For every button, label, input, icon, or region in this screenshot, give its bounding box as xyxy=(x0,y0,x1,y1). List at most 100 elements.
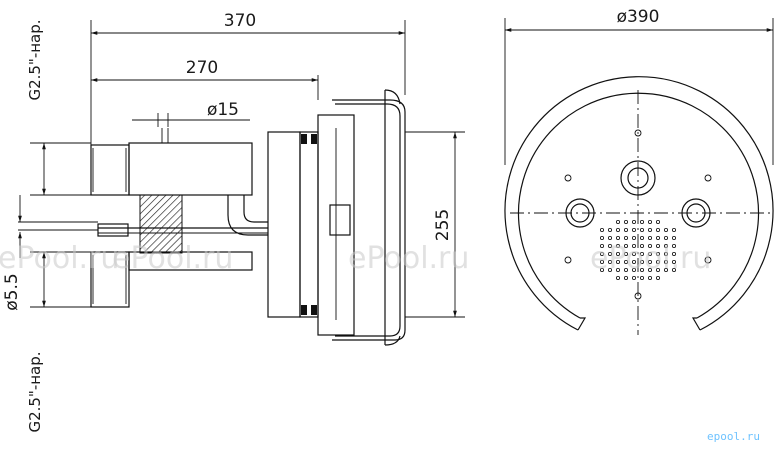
perforation-hole xyxy=(616,219,621,224)
perforation-hole xyxy=(640,219,645,224)
perforation-hole xyxy=(656,267,661,272)
front-cover xyxy=(332,99,406,341)
perforation-hole xyxy=(616,267,621,272)
side-view: 370 270 ø15 xyxy=(2,11,465,433)
dim-label-255: 255 xyxy=(433,209,453,241)
perforation-hole xyxy=(648,243,653,248)
flange-block xyxy=(267,131,301,318)
perforation-hole xyxy=(600,227,605,232)
perforation-hole xyxy=(600,259,605,264)
lower-body xyxy=(128,251,253,271)
perforation-hole xyxy=(640,251,645,256)
perforation-hole xyxy=(608,251,613,256)
perforation-hole xyxy=(616,251,621,256)
perforation-hole xyxy=(632,267,637,272)
perforation-hole xyxy=(664,267,669,272)
perforation-hole xyxy=(640,243,645,248)
perforation-hole xyxy=(600,251,605,256)
dim-label-d15: ø15 xyxy=(207,100,239,120)
perforation-hole xyxy=(648,235,653,240)
perforation-hole xyxy=(600,235,605,240)
perforation-hole xyxy=(656,259,661,264)
watermark-2: ePool.ru xyxy=(112,241,233,276)
perforation-hole xyxy=(624,227,629,232)
perforation-hole xyxy=(656,243,661,248)
dim-label-d390: ø390 xyxy=(617,7,660,27)
perforation-hole xyxy=(656,235,661,240)
brand-mark: epool.ru xyxy=(707,430,760,443)
perforation-hole xyxy=(672,243,677,248)
perforation-hole xyxy=(640,227,645,232)
perforation-hole xyxy=(624,275,629,280)
perforation-hole xyxy=(632,243,637,248)
lower-nozzle xyxy=(90,251,130,308)
perforation-hole xyxy=(648,251,653,256)
perforation-hole xyxy=(632,219,637,224)
perforation-hole xyxy=(656,219,661,224)
perforation-hole xyxy=(648,227,653,232)
perforation-hole xyxy=(664,259,669,264)
perforation-hole xyxy=(624,243,629,248)
watermark-1: ePool.ru xyxy=(0,241,119,276)
perforation-hole xyxy=(616,259,621,264)
left-jet xyxy=(565,198,595,228)
pipe-bend xyxy=(227,195,268,236)
perforation-hole xyxy=(648,259,653,264)
dim-label-270: 270 xyxy=(186,58,218,78)
perforation-hole xyxy=(640,235,645,240)
perforation-hole xyxy=(608,227,613,232)
perforation-hole xyxy=(648,219,653,224)
perforation-hole xyxy=(632,275,637,280)
perforation-hole xyxy=(632,235,637,240)
perforation-hole xyxy=(616,243,621,248)
perforation-hole xyxy=(672,235,677,240)
screw-holes xyxy=(564,129,712,300)
perforation-hole xyxy=(632,259,637,264)
perforation-hole xyxy=(640,275,645,280)
perforation-hole xyxy=(640,267,645,272)
right-jet xyxy=(681,198,711,228)
perforation-hole xyxy=(656,227,661,232)
perforation-hole xyxy=(656,251,661,256)
perforation-hole xyxy=(624,267,629,272)
perforation-hole xyxy=(672,267,677,272)
perforation-hole xyxy=(624,259,629,264)
perforation-hole xyxy=(600,267,605,272)
perforation-hole xyxy=(632,227,637,232)
front-view: ø390 xyxy=(504,7,774,335)
perforation-hole xyxy=(664,235,669,240)
thread-label-upper: G2.5"-нар. xyxy=(26,19,44,100)
perforation-hole xyxy=(608,259,613,264)
thread-label-lower: G2.5"-нар. xyxy=(26,351,44,432)
perforation-hole xyxy=(608,267,613,272)
perforation-hole xyxy=(600,243,605,248)
perforation-hole xyxy=(664,227,669,232)
perforation-hole xyxy=(672,251,677,256)
dim-label-370: 370 xyxy=(224,11,256,31)
perforation-hole xyxy=(632,251,637,256)
perforation-hole xyxy=(664,251,669,256)
perforation-hole xyxy=(664,243,669,248)
perforation-hole xyxy=(624,219,629,224)
perforation-hole xyxy=(672,227,677,232)
watermark-4: ePool.ru xyxy=(590,241,711,276)
perforation-hole xyxy=(640,259,645,264)
inner-ring xyxy=(517,92,760,319)
perforation-hole xyxy=(624,251,629,256)
upper-nozzle xyxy=(90,144,130,196)
watermark-3: ePool.ru xyxy=(348,241,469,276)
dim-label-d5-5: ø5.5 xyxy=(2,273,22,310)
perforation-hole xyxy=(656,275,661,280)
perforation-hole xyxy=(616,275,621,280)
perforation-hole xyxy=(608,235,613,240)
top-jet xyxy=(620,160,656,196)
perforation-hole xyxy=(648,275,653,280)
hatched-section xyxy=(139,194,183,254)
perforation-hole xyxy=(624,235,629,240)
perforation-hole xyxy=(608,243,613,248)
outer-ring xyxy=(504,76,774,331)
perforation-hole xyxy=(616,227,621,232)
perforation-hole xyxy=(616,235,621,240)
